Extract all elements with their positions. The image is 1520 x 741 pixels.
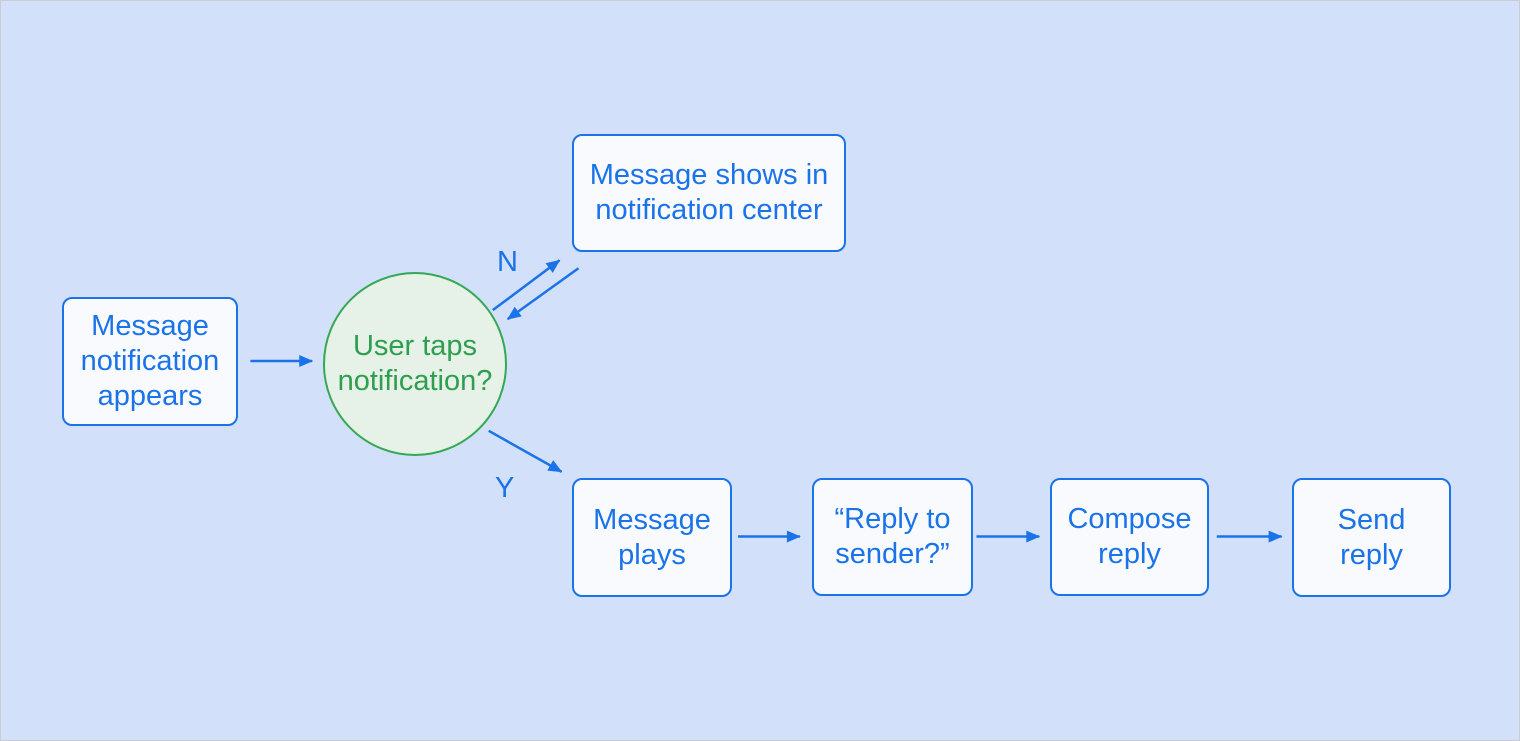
edge-notification-center-to-decision xyxy=(506,267,580,321)
node-label: User taps notification? xyxy=(337,330,493,397)
node-message-plays: Message plays xyxy=(572,478,732,597)
node-send-reply: Send reply xyxy=(1292,478,1451,597)
edge-decision-to-message-plays xyxy=(488,429,563,473)
edge-label-no: N xyxy=(497,246,518,278)
node-message-notification-appears: Message notification appears xyxy=(62,297,238,426)
node-label: Message plays xyxy=(593,503,711,571)
node-compose-reply: Compose reply xyxy=(1050,478,1209,596)
edge-label-yes: Y xyxy=(495,472,515,504)
node-label: Compose reply xyxy=(1067,503,1192,570)
node-user-taps-notification: User taps notification? xyxy=(323,272,507,456)
node-reply-to-sender: “Reply to sender?” xyxy=(812,478,973,596)
node-message-shows-in-notification-center: Message shows in notification center xyxy=(572,134,846,252)
node-label: Send reply xyxy=(1337,503,1406,571)
node-label: “Reply to sender?” xyxy=(834,503,951,570)
node-label: Message shows in notification center xyxy=(589,159,829,226)
node-label: Message notification appears xyxy=(80,310,220,412)
